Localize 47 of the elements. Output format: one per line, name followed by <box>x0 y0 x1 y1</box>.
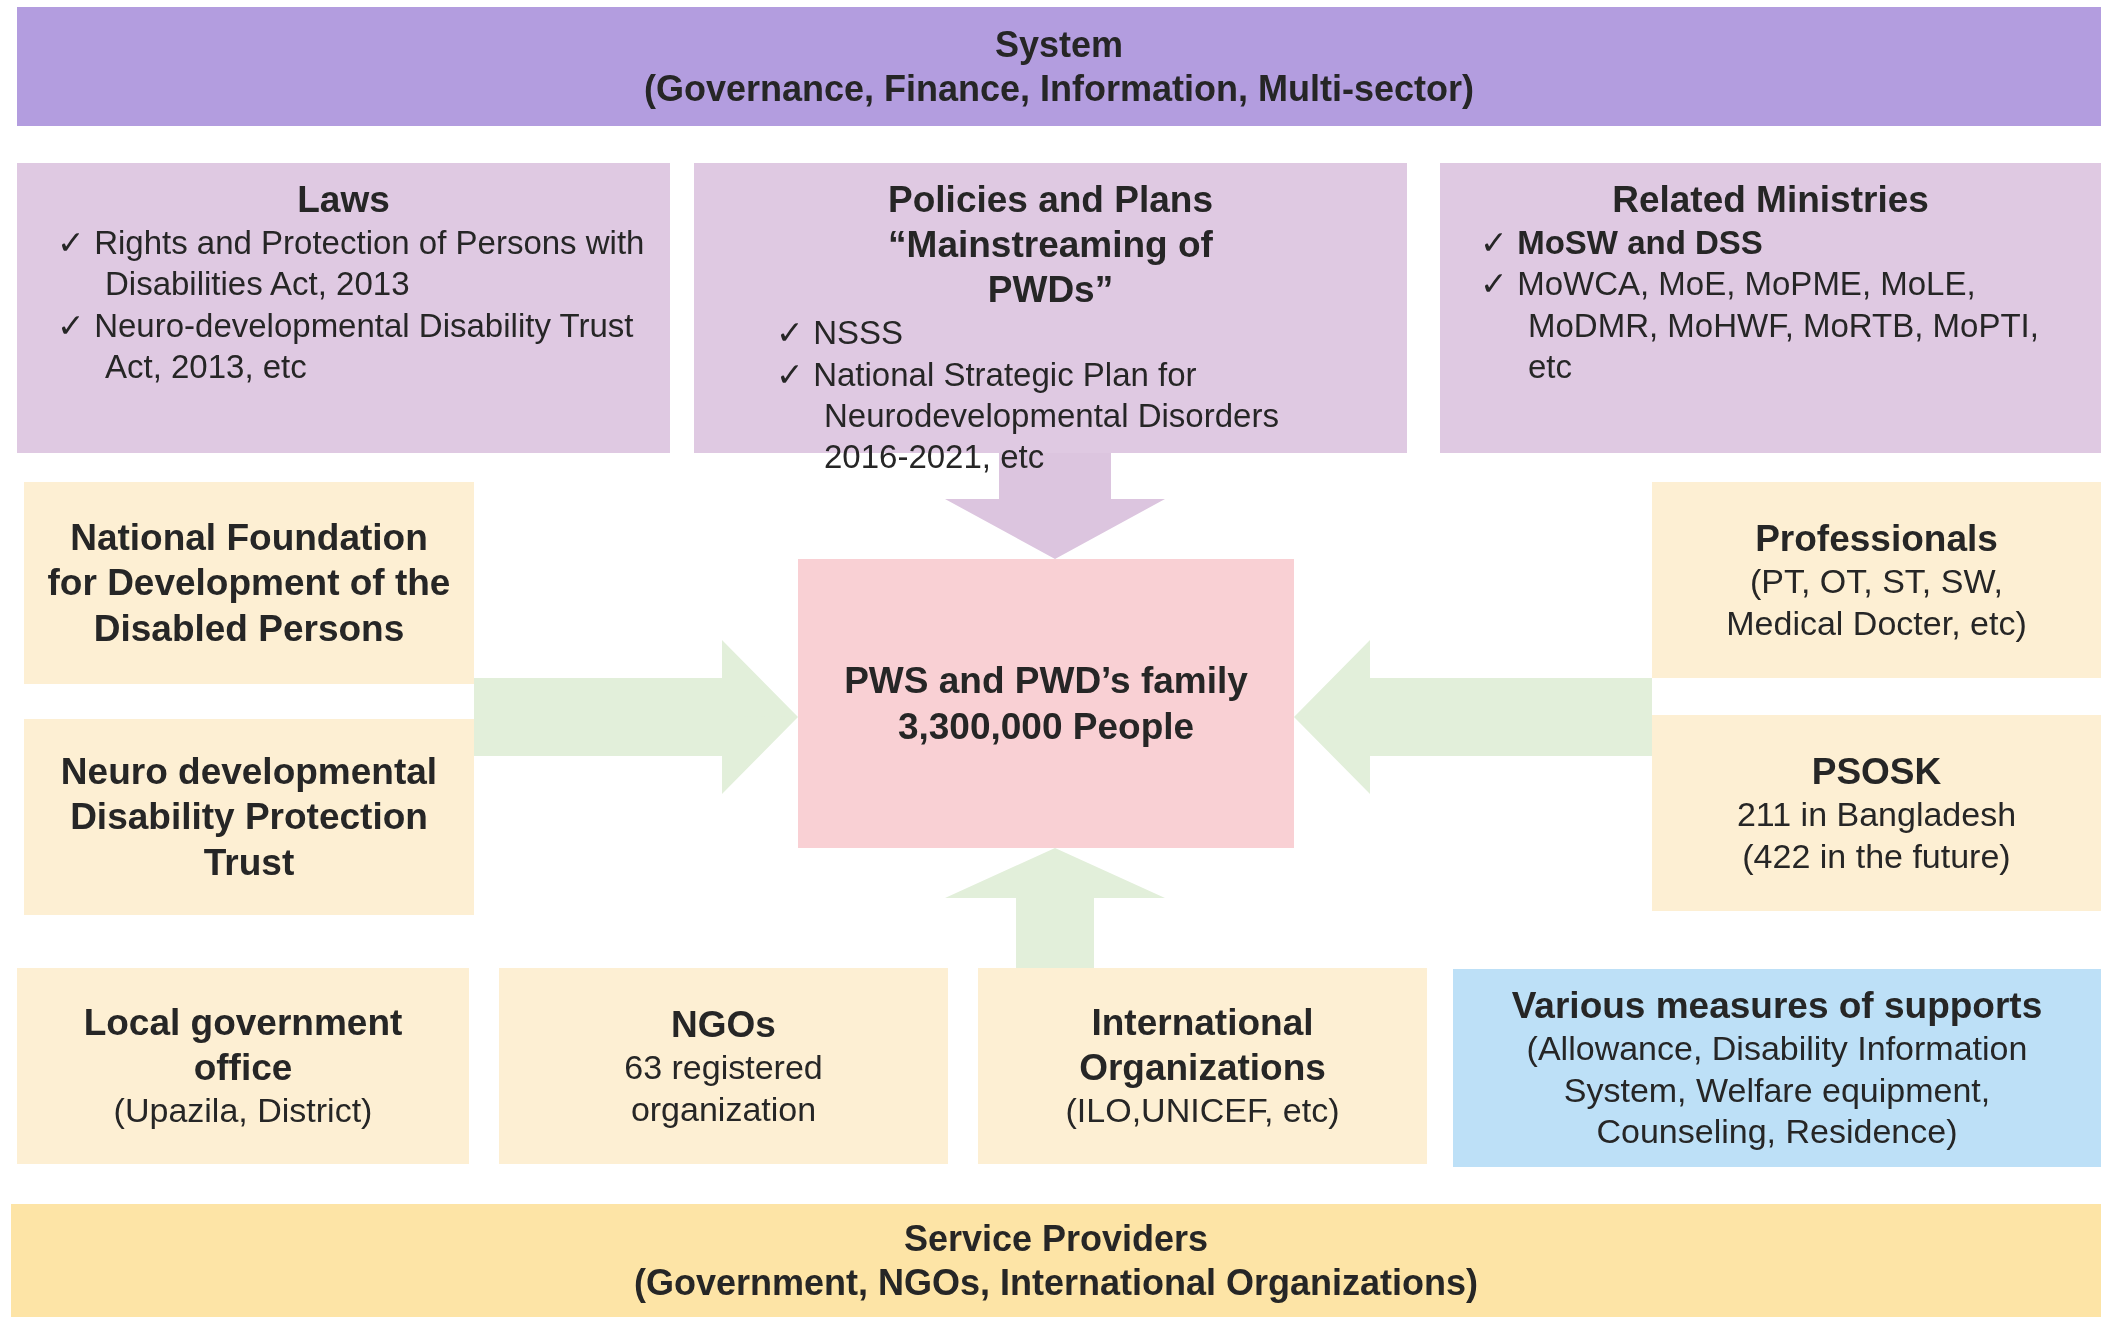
info-box <box>499 968 948 1164</box>
box-text: (PT, OT, ST, SW, Medical Docter, etc) <box>1725 561 2028 644</box>
box-heading: Laws <box>297 178 390 222</box>
box-heading: NGOs <box>671 1002 776 1047</box>
block-arrow <box>474 640 798 718</box>
info-box <box>17 163 670 453</box>
block-arrow <box>1294 640 1652 718</box>
info-box <box>24 482 474 684</box>
box-text: (Upazila, District) <box>113 1090 373 1132</box>
box-text: (ILO,UNICEF, etc) <box>1065 1090 1340 1132</box>
box-text: (Governance, Finance, Information, Multi-sector) <box>643 66 1475 111</box>
box-text: 211 in Bangladesh (422 in the future) <box>1735 794 2018 877</box>
box-heading: Neuro developmental Disability Protection Trust <box>59 750 439 885</box>
box-heading: National Foundation for Development of the Disabled Persons <box>46 516 452 651</box>
box-text: 63 registered organization <box>623 1047 824 1130</box>
block-arrow <box>945 453 1165 559</box>
checklist-item: ✓ Neuro-developmental Disability Trust Act, 2013, etc <box>56 305 635 387</box>
system-banner <box>17 7 2101 126</box>
box-heading: Local government office <box>82 1001 404 1091</box>
box-heading: Professionals <box>1755 516 1998 561</box>
box-heading: System <box>994 22 1124 67</box>
box-heading: International Organizations <box>1078 1001 1327 1091</box>
center-box <box>798 559 1294 848</box>
checklist-item: ✓ MoWCA, MoE, MoPME, MoLE, MoDMR, MoHWF, MoRTB, MoPTI, etc <box>1479 264 2040 387</box>
box-heading: PWS and PWD’s family 3,300,000 People <box>843 659 1249 749</box>
box-heading: Various measures of supports <box>1511 984 2043 1029</box>
checklist-item: ✓ MoSW and DSS <box>1479 223 1764 264</box>
box-heading: PSOSK <box>1811 749 1942 794</box>
info-box <box>1453 969 2101 1167</box>
info-box <box>1652 482 2101 678</box>
service-banner <box>11 1204 2101 1317</box>
info-box <box>978 968 1427 1164</box>
checklist-item: ✓ National Strategic Plan for Neurodevelopmental Disorders 2016-2021, etc <box>775 354 1280 478</box>
info-box <box>1440 163 2101 453</box>
block-arrow <box>1294 716 1652 794</box>
block-arrow <box>945 848 1165 968</box>
checklist-item: ✓ Rights and Protection of Persons with Disabilities Act, 2013 <box>56 223 646 305</box>
box-text: (Allowance, Disability Information System, Welfare equipment, Counseling, Residence) <box>1525 1028 2029 1153</box>
block-arrow <box>474 716 798 794</box>
box-text: (Government, NGOs, International Organizations) <box>633 1260 1479 1305</box>
info-box <box>17 968 469 1164</box>
box-heading: Related Ministries <box>1612 178 1929 222</box>
box-heading: Policies and Plans “Mainstreaming of PWDs” <box>887 178 1214 313</box>
checklist-item: ✓ NSSS <box>775 313 905 354</box>
info-box <box>24 719 474 915</box>
box-heading: Service Providers <box>903 1216 1209 1261</box>
info-box <box>1652 715 2101 911</box>
